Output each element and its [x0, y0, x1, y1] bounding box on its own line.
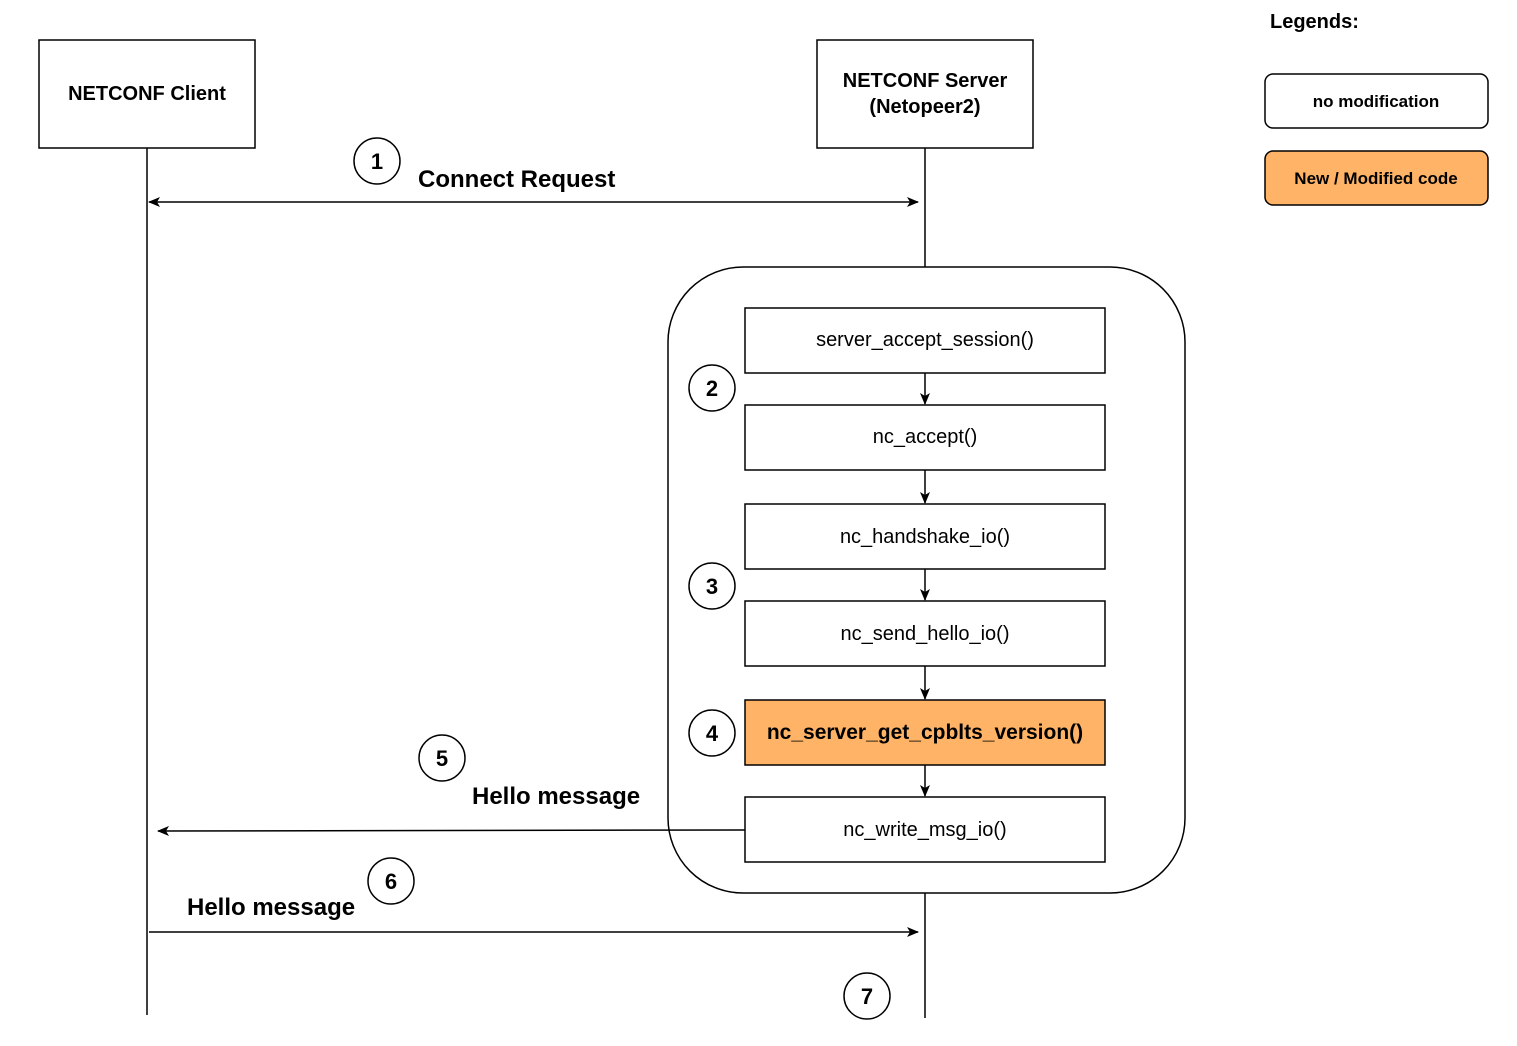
server-participant: NETCONF Server (Netopeer2)	[816, 39, 1034, 149]
function-box-nc-write-msg-io: nc_write_msg_io()	[744, 796, 1106, 863]
svg-text:6: 6	[385, 869, 397, 894]
legend-label-modified: New / Modified code	[1294, 169, 1457, 188]
function-label: nc_send_hello_io()	[840, 623, 1009, 645]
svg-text:2: 2	[706, 376, 718, 401]
function-box-server-accept-session: server_accept_session()	[744, 307, 1106, 374]
step-marker-4: 4	[688, 709, 736, 757]
client-label: NETCONF Client	[68, 83, 226, 105]
hello-in-label: Hello message	[187, 894, 355, 921]
function-box-nc-server-get-cpblts-version: nc_server_get_cpblts_version()	[744, 699, 1106, 766]
svg-text:5: 5	[436, 746, 448, 771]
hello-message-to-client: Hello message	[157, 783, 746, 836]
function-label: nc_accept()	[873, 426, 978, 448]
step-marker-3: 3	[688, 562, 736, 610]
function-box-nc-accept: nc_accept()	[744, 404, 1106, 471]
client-participant: NETCONF Client	[38, 39, 256, 149]
step-marker-6: 6	[367, 857, 415, 905]
legend-swatch-modified	[1264, 150, 1489, 206]
step-marker-1: 1	[353, 137, 401, 185]
step-marker-7: 7	[843, 972, 891, 1020]
hello-out-label: Hello message	[472, 783, 640, 810]
svg-text:7: 7	[861, 984, 873, 1009]
function-box-nc-handshake-io: nc_handshake_io()	[744, 503, 1106, 570]
svg-text:3: 3	[706, 574, 718, 599]
svg-text:4: 4	[706, 721, 719, 746]
step-marker-5: 5	[418, 734, 466, 782]
legend-swatch-unmodified	[1264, 73, 1489, 129]
function-label: server_accept_session()	[816, 329, 1034, 351]
step-marker-2: 2	[688, 364, 736, 412]
function-label: nc_handshake_io()	[840, 526, 1010, 548]
legend-title: Legends:	[1270, 11, 1359, 33]
svg-text:1: 1	[371, 149, 383, 174]
legend: Legends: no modification New / Modified …	[1264, 11, 1489, 206]
function-box-nc-send-hello-io: nc_send_hello_io()	[744, 600, 1106, 667]
server-label-line1: NETCONF Server	[843, 70, 1008, 92]
function-label: nc_write_msg_io()	[843, 819, 1006, 841]
connect-request-label: Connect Request	[418, 166, 615, 193]
server-label-line2: (Netopeer2)	[869, 96, 980, 118]
hello-message-to-server: Hello message	[149, 894, 919, 937]
legend-label-unmodified: no modification	[1313, 92, 1440, 111]
connect-request-message: Connect Request	[148, 166, 919, 207]
function-label: nc_server_get_cpblts_version()	[767, 721, 1083, 744]
